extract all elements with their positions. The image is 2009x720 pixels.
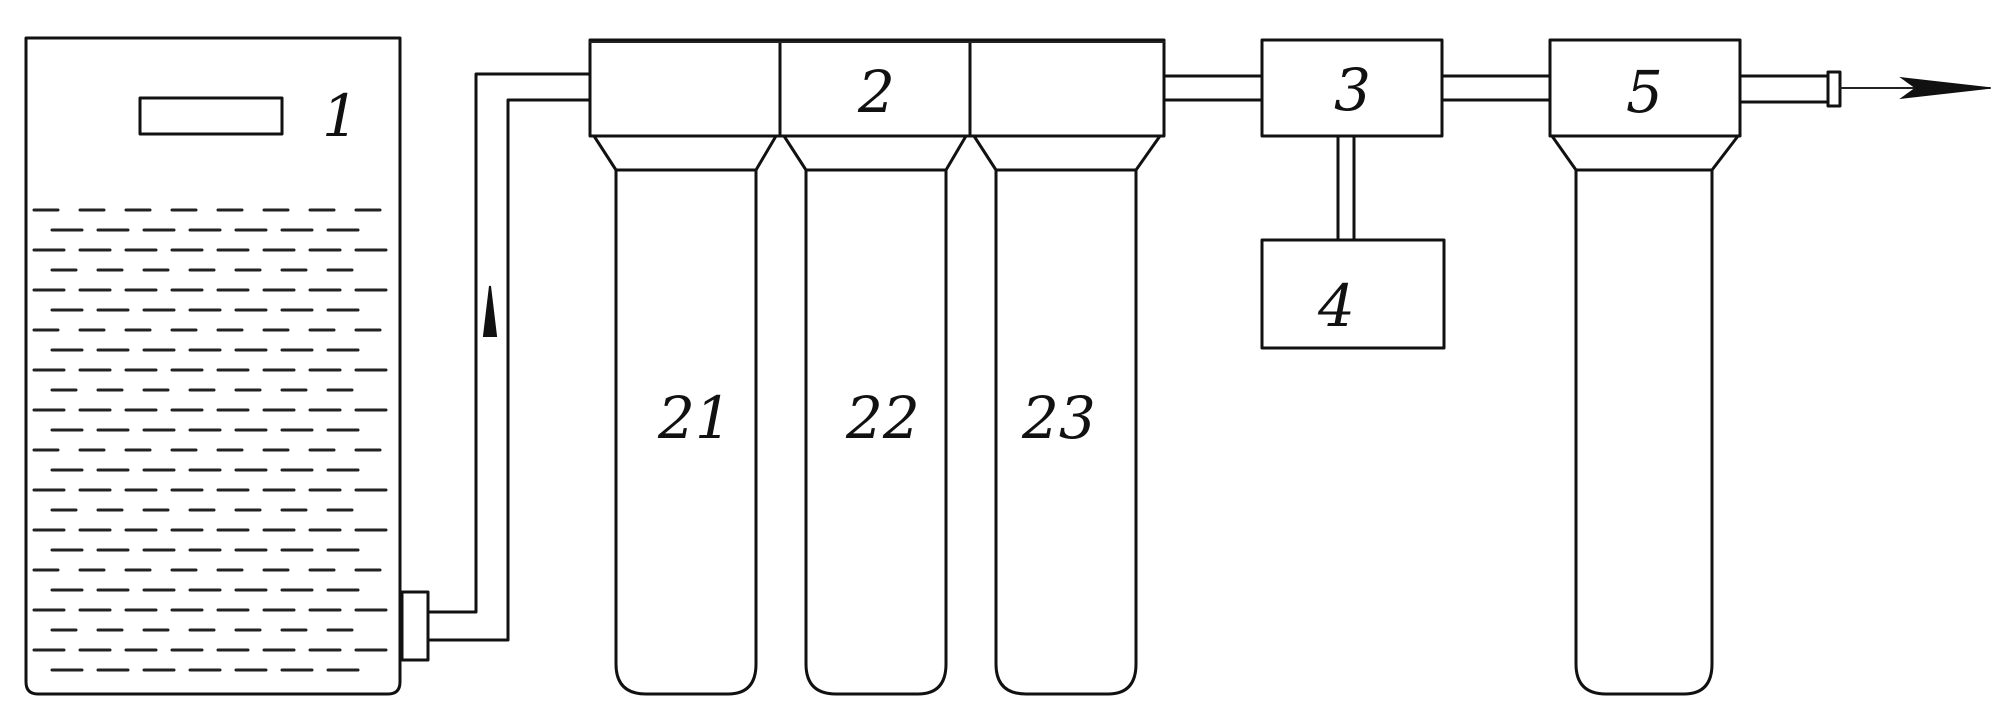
filter-cartridge-21	[592, 134, 778, 696]
pipe-head-to-unit-3	[1162, 74, 1264, 102]
label-unit-3: 3	[1334, 56, 1371, 124]
unit-4-box	[1260, 238, 1446, 350]
inlet-pipe-outer	[426, 72, 592, 614]
flow-up-arrow	[482, 285, 498, 337]
label-filter-21: 21	[657, 384, 732, 452]
pipe-unit-3-to-unit-5	[1440, 74, 1552, 102]
filter-cartridge-23	[972, 134, 1162, 696]
cartridge-21-collar	[592, 134, 778, 172]
unit-5-head	[1548, 38, 1742, 138]
label-unit-5: 5	[1626, 58, 1663, 126]
tank-outline	[24, 36, 402, 696]
tank-outlet-valve	[400, 590, 430, 662]
inlet-pipe-inner	[426, 98, 592, 642]
cartridge-22-collar	[782, 134, 968, 172]
cartridge-23-collar	[972, 134, 1162, 172]
unit-5-cartridge	[1574, 168, 1714, 696]
cartridge-22-body	[804, 168, 948, 696]
unit-5-collar	[1550, 134, 1740, 172]
tank-display-window	[138, 96, 284, 136]
label-unit-4: 4	[1317, 272, 1355, 340]
filter-head-assembly	[588, 38, 1166, 138]
cartridge-23-body	[994, 168, 1138, 696]
label-tank: 1	[322, 82, 359, 150]
water-level-hatching	[32, 208, 388, 672]
filter-head-left	[588, 38, 782, 138]
cartridge-21-body	[614, 168, 758, 696]
label-filter-22: 22	[845, 384, 920, 452]
filter-cartridge-22	[782, 134, 968, 696]
pipe-unit-3-to-unit-4	[1336, 134, 1356, 242]
inlet-pipe	[426, 72, 592, 642]
label-filter-23: 23	[1021, 384, 1096, 452]
filter-head-right	[968, 38, 1166, 138]
label-filter-head: 2	[857, 58, 895, 126]
water-tank	[24, 36, 430, 696]
outlet-pipe	[1738, 70, 1991, 108]
outlet-flow-arrow	[1899, 76, 1991, 100]
unit-5-assembly	[1548, 38, 1742, 696]
unit-3-box	[1260, 38, 1444, 138]
outlet-nozzle	[1826, 70, 1842, 108]
